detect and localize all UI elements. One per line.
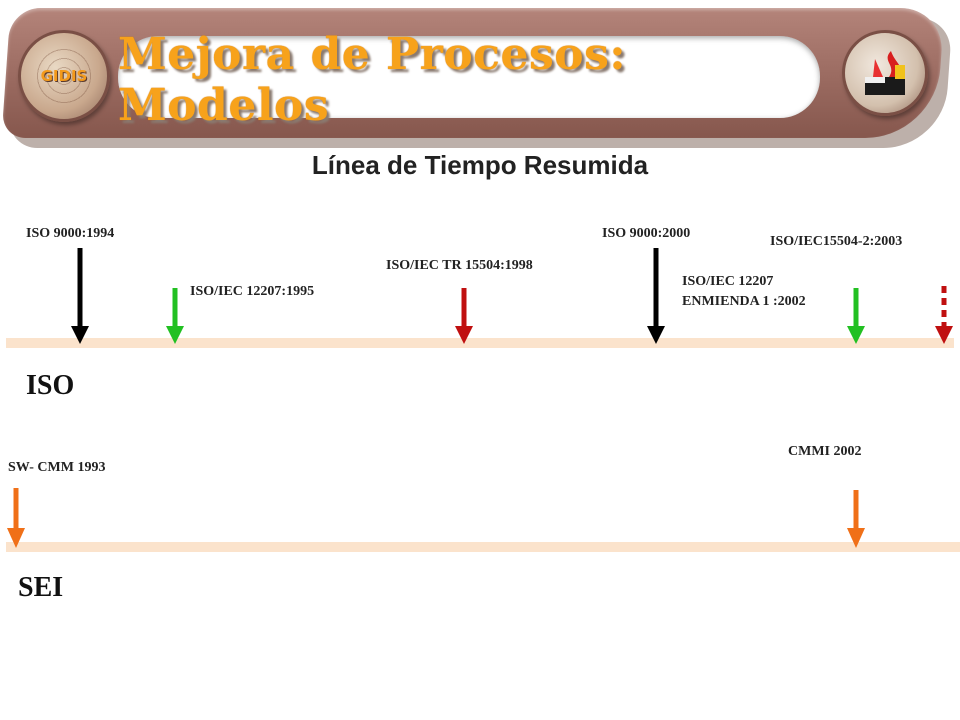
event-label-iso-15504-2-2003: ISO/IEC15504-2:2003	[770, 234, 903, 249]
sei-section-label: SEI	[18, 572, 64, 603]
arrow-sw-cmm-1993	[7, 488, 25, 548]
university-emblem-icon	[842, 30, 928, 116]
sei-timeline-track	[6, 542, 960, 552]
emblem-drawing	[865, 51, 905, 95]
iso-timeline-track	[6, 338, 954, 348]
event-label-iso-9000-2000: ISO 9000:2000	[602, 226, 691, 241]
arrow-iso-9000-2000	[647, 248, 665, 344]
arrow-cmmi-2002	[847, 490, 865, 548]
event-label-iso-15504-1998: ISO/IEC TR 15504:1998	[386, 258, 533, 273]
arrow-iso-15504-2-2003	[935, 286, 953, 344]
web-pattern	[33, 45, 95, 107]
arrow-iso-15504-1998	[455, 288, 473, 344]
event-label-iso-12207-1995: ISO/IEC 12207:1995	[190, 284, 315, 299]
event-label-sw-cmm-1993: SW- CMM 1993	[8, 460, 106, 475]
iso-section-label: ISO	[26, 370, 75, 401]
arrow-iso-12207-enmienda	[847, 288, 865, 344]
event-label-iso-12207-enmienda: ISO/IEC 12207 ENMIENDA 1 :2002	[682, 274, 806, 309]
event-label-cmmi-2002: CMMI 2002	[788, 444, 862, 459]
gidis-logo-text: GIDIS	[40, 67, 88, 85]
gidis-logo-icon: GIDIS	[18, 30, 110, 122]
event-label-iso-9000-1994: ISO 9000:1994	[26, 226, 115, 241]
arrow-iso-12207-1995	[166, 288, 184, 344]
title-panel	[118, 36, 820, 118]
arrow-iso-9000-1994	[71, 248, 89, 344]
timeline-subtitle: Línea de Tiempo Resumida	[311, 150, 649, 180]
